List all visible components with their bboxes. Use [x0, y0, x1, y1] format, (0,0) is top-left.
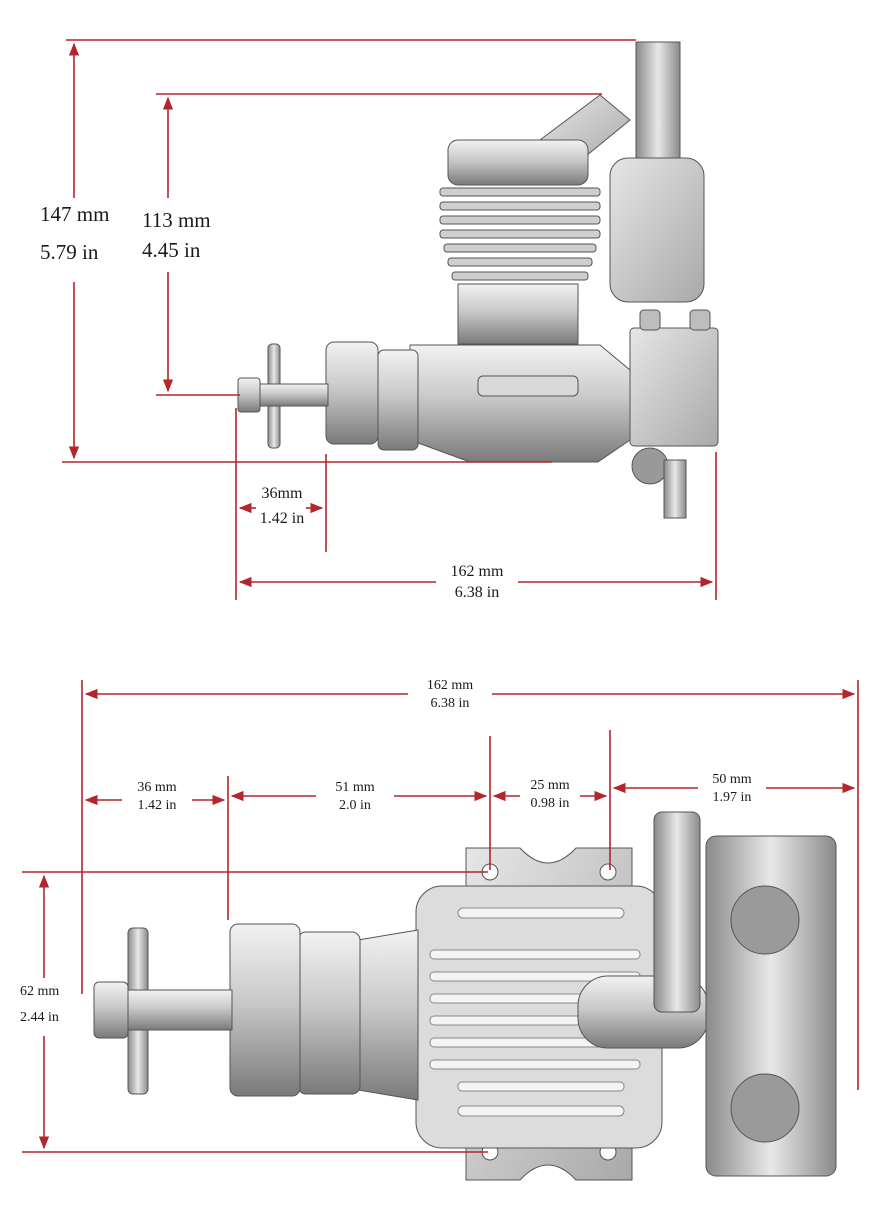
- exhaust-stub: [653, 811, 701, 1013]
- top-overall-length-mm: 162 mm: [408, 678, 492, 695]
- crankcase: [409, 344, 631, 463]
- drive-hub: [325, 341, 379, 445]
- top-mount-spacing-mm: 25 mm: [520, 778, 580, 795]
- prop-nut-top: [93, 981, 129, 1039]
- top-mount-width-in: 2.44 in: [20, 1010, 59, 1027]
- drive-hub-top: [297, 931, 361, 1095]
- side-overall-height-mm: 147 mm: [40, 202, 110, 227]
- top-hub-length-mm: 36 mm: [122, 780, 192, 797]
- side-overall-length-in: 6.38 in: [436, 584, 518, 603]
- top-overall-length-in: 6.38 in: [408, 696, 492, 713]
- front-housing-top: [357, 929, 419, 1101]
- drive-flange: [229, 923, 301, 1097]
- side-hub-length-mm: 36mm: [256, 485, 308, 504]
- mount-hole: [599, 863, 617, 881]
- throttle-arm-2: [689, 309, 711, 331]
- side-cylinder-height-in: 4.45 in: [142, 238, 201, 263]
- side-overall-length-mm: 162 mm: [436, 563, 518, 582]
- throttle-arm: [639, 309, 661, 331]
- top-front-to-mount-in: 2.0 in: [316, 798, 394, 815]
- side-cylinder-height-mm: 113 mm: [142, 208, 211, 233]
- muffler-cap: [730, 885, 800, 955]
- carburetor-boss: [477, 375, 579, 397]
- throttle-lever: [631, 447, 669, 485]
- dimension-lines: [22, 39, 859, 1153]
- top-front-to-mount-mm: 51 mm: [316, 780, 394, 797]
- top-rear-section-mm: 50 mm: [698, 772, 766, 789]
- side-hub-length-in: 1.42 in: [256, 510, 308, 529]
- top-rear-section-in: 1.97 in: [698, 790, 766, 807]
- exhaust-pipe: [635, 41, 681, 173]
- front-housing: [377, 349, 419, 451]
- cylinder-body: [457, 283, 579, 345]
- top-view-engine: [93, 811, 837, 1181]
- cooling-fins: [439, 187, 601, 281]
- choke-spring: [663, 459, 687, 519]
- top-mount-spacing-in: 0.98 in: [520, 796, 580, 813]
- carburetor-block: [629, 327, 719, 447]
- muffler-cap: [730, 1073, 800, 1143]
- side-view-engine: [237, 41, 719, 519]
- muffler: [609, 157, 705, 303]
- top-mount-width-mm: 62 mm: [20, 984, 60, 1001]
- prop-nut: [237, 377, 261, 413]
- top-hub-length-in: 1.42 in: [122, 798, 192, 815]
- cylinder-head: [447, 139, 589, 186]
- side-overall-height-in: 5.79 in: [40, 240, 99, 265]
